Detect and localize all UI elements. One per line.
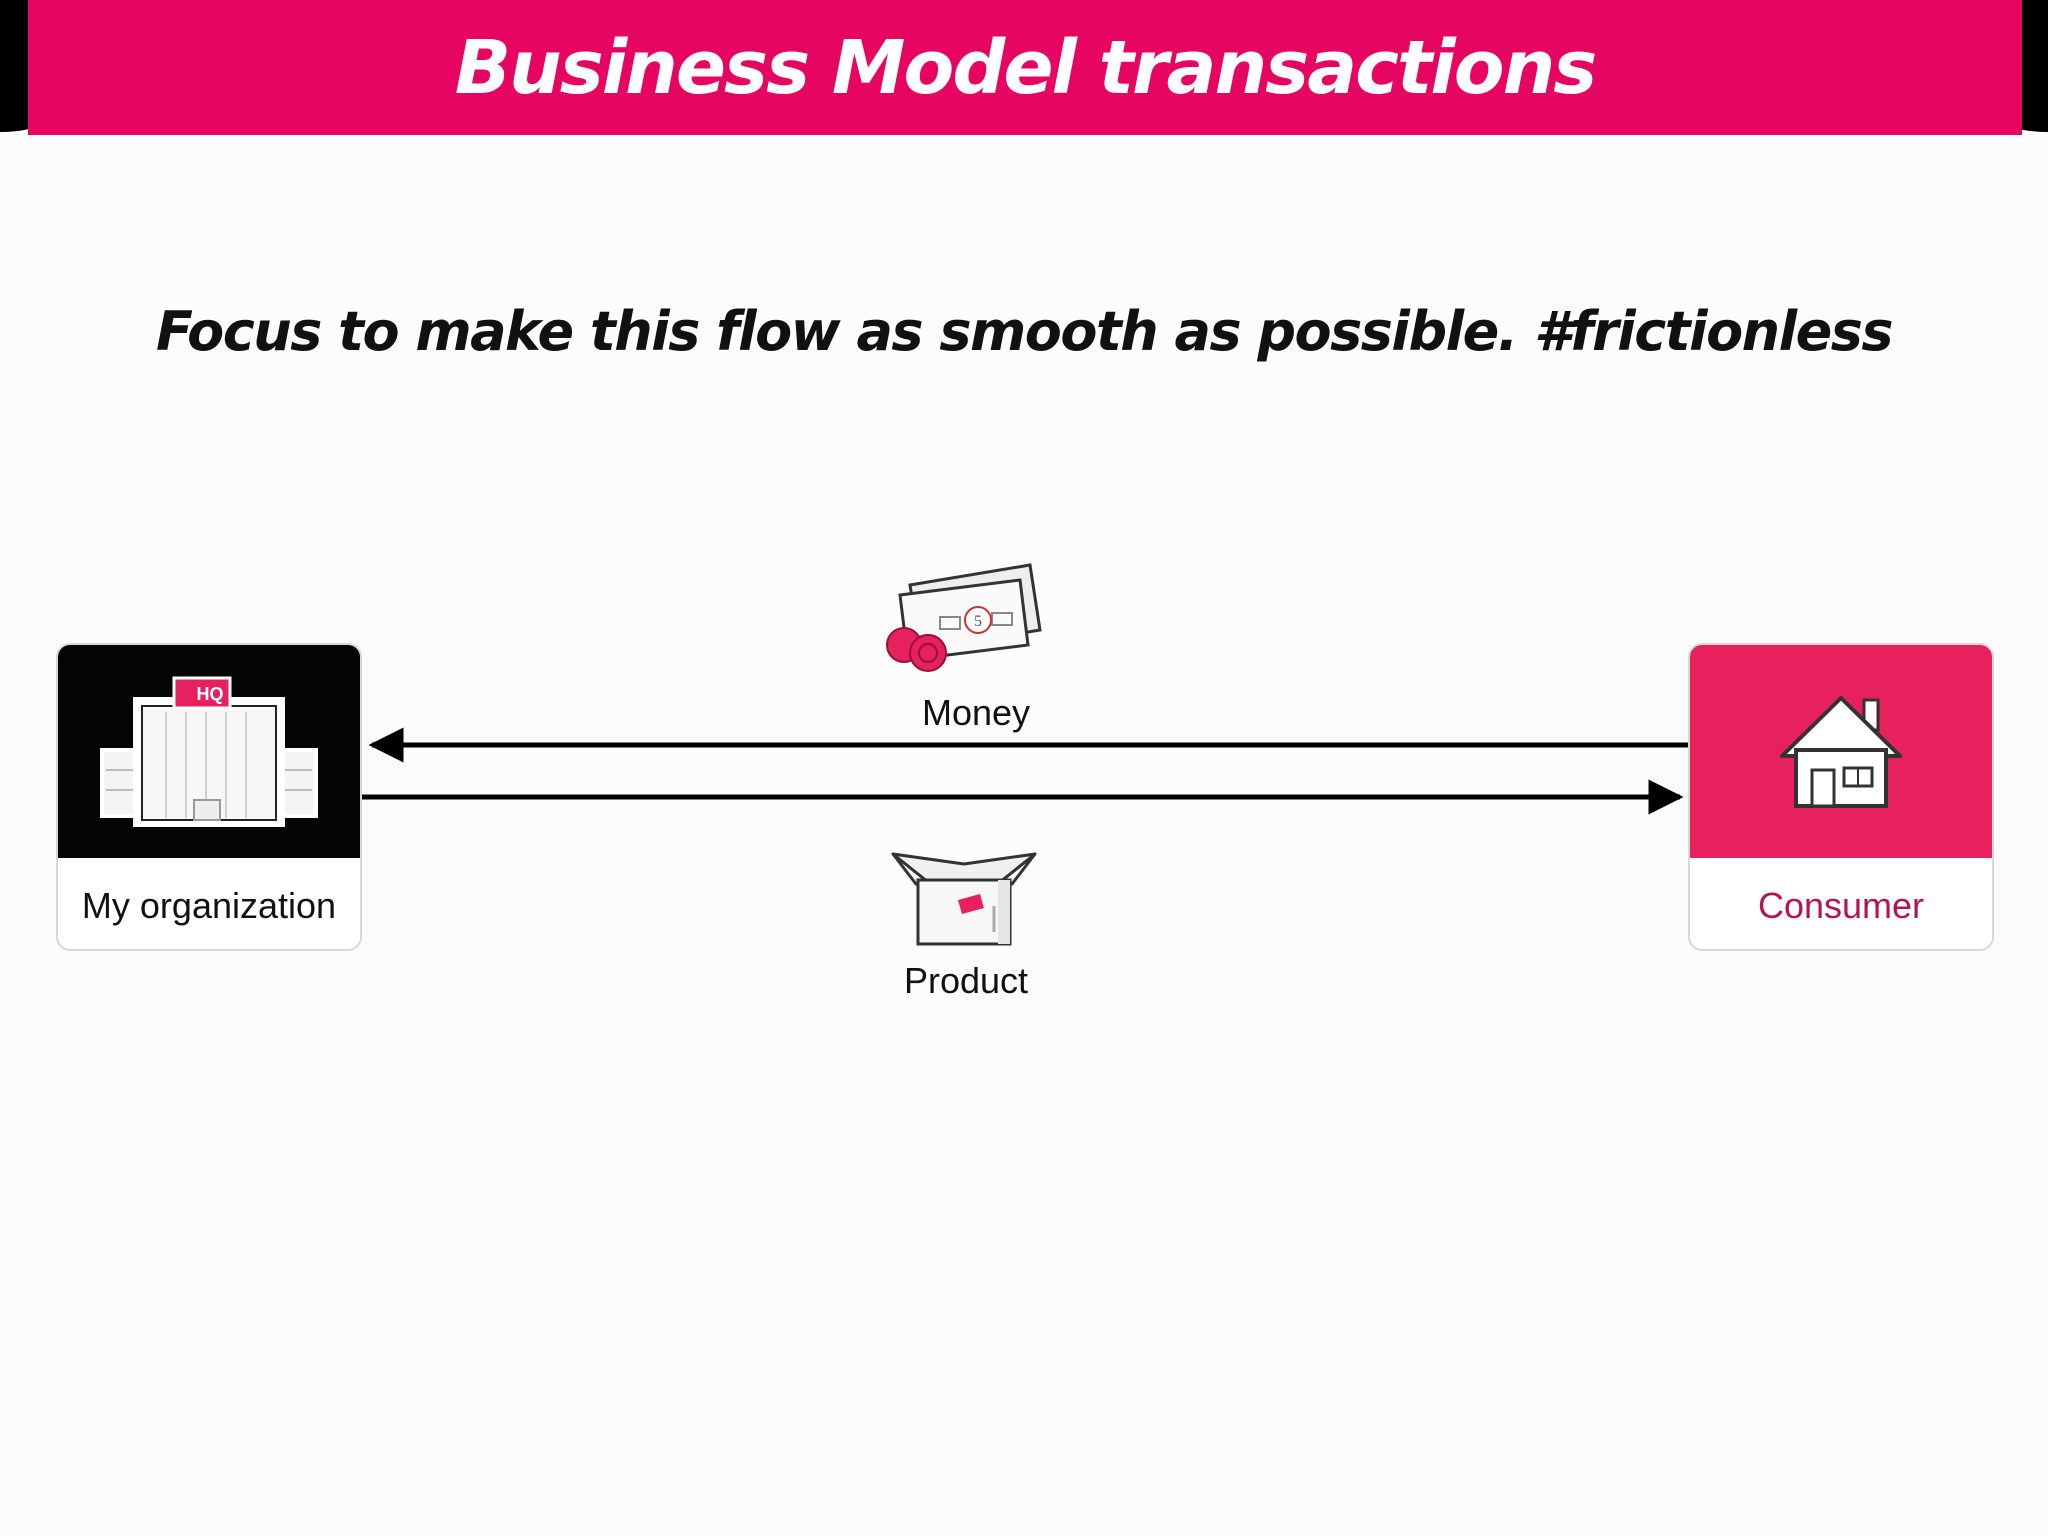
money-icon: 5 xyxy=(886,563,1042,672)
hq-badge-text: HQ xyxy=(197,684,224,704)
slide-subtitle: Focus to make this flow as smooth as pos… xyxy=(155,300,1894,363)
organization-node: My organization xyxy=(56,643,362,951)
house-icon xyxy=(1780,695,1902,808)
consumer-icon-panel xyxy=(1690,645,1992,858)
money-label: Money xyxy=(921,692,1031,733)
product-box-icon xyxy=(891,852,1037,946)
money-denomination: 5 xyxy=(974,613,982,630)
hq-badge: HQ xyxy=(197,684,224,704)
consumer-label: Consumer xyxy=(1757,884,1925,926)
hq-building-icon xyxy=(100,676,318,827)
organization-icon-panel xyxy=(58,645,360,858)
organization-label: My organization xyxy=(81,884,337,926)
product-label: Product xyxy=(903,960,1029,1001)
slide-title: Business Model transactions xyxy=(454,24,1598,111)
consumer-node: Consumer xyxy=(1688,643,1994,951)
title-bar: Business Model transactions xyxy=(28,0,2022,135)
